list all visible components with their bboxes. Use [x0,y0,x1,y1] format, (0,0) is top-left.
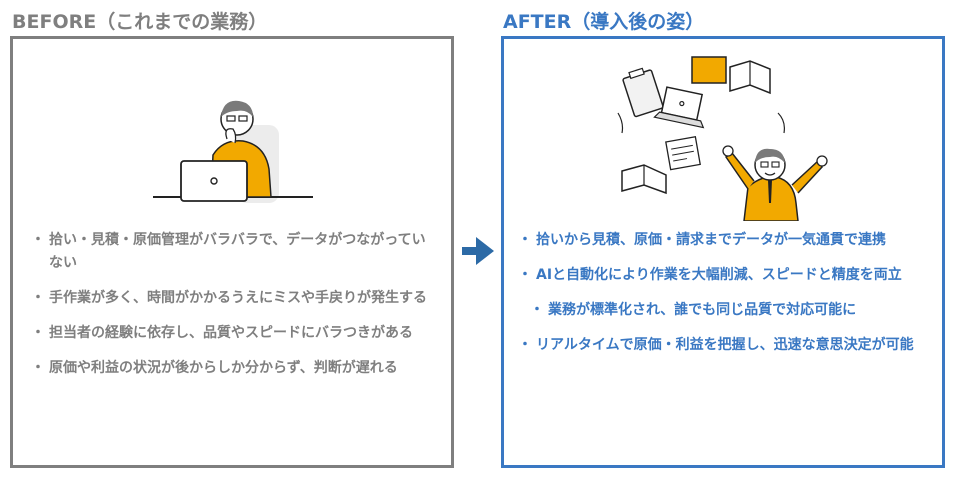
after-panel: 拾いから見積、原価・請求までデータが一気通貫で連携 AIと自動化により作業を大幅… [501,36,945,468]
after-item: AIと自動化により作業を大幅削減、スピードと精度を両立 [518,264,930,287]
after-item: リアルタイムで原価・利益を把握し、迅速な意思決定が可能 [518,334,930,357]
after-item: 拾いから見積、原価・請求までデータが一気通貫で連携 [518,229,930,252]
before-item: 拾い・見積・原価管理がバラバラで、データがつながっていない [31,229,439,275]
before-item: 手作業が多く、時間がかかるうえにミスや手戻りが発生する [31,287,439,310]
after-item: 業務が標準化され、誰でも同じ品質で対応可能に [520,299,930,322]
before-item: 担当者の経験に依存し、品質やスピードにバラつきがある [31,322,439,345]
after-heading: AFTER（導入後の姿） [503,11,705,33]
before-item: 原価や利益の状況が後からしか分からず、判断が遅れる [31,357,439,380]
before-heading: BEFORE（これまでの業務） [12,11,268,33]
celebrating-worker-illustration [617,56,828,221]
before-list: 拾い・見積・原価管理がバラバラで、データがつながっていない 手作業が多く、時間が… [31,229,439,392]
after-list: 拾いから見積、原価・請求までデータが一気通貫で連携 AIと自動化により作業を大幅… [518,229,930,369]
before-panel: 拾い・見積・原価管理がバラバラで、データがつながっていない 手作業が多く、時間が… [10,36,454,468]
worried-worker-illustration [153,100,313,203]
right-arrow-icon [462,237,494,265]
